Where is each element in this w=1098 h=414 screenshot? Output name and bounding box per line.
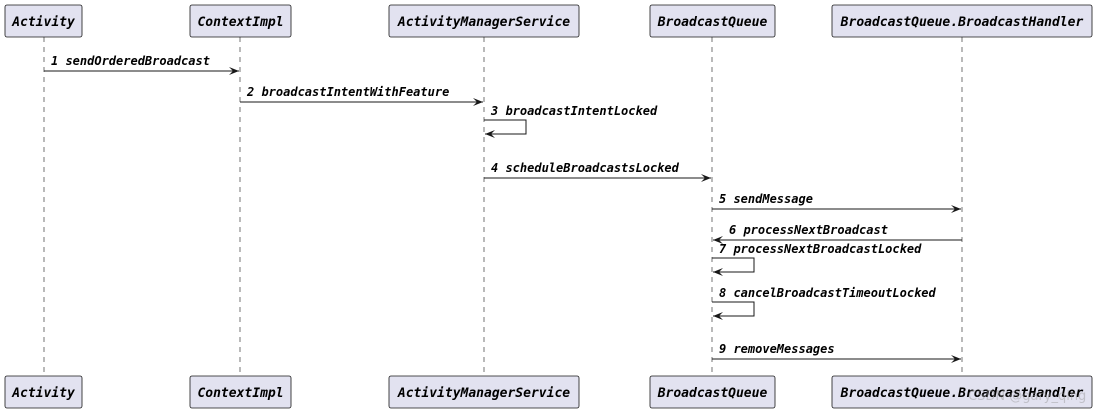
participant-box [388,375,580,409]
participant-box [649,375,776,409]
participant-box [189,375,292,409]
message-label: 9 removeMessages [719,342,835,356]
arrow-head [951,205,961,213]
message-label: 7 processNextBroadcastLocked [719,242,922,256]
watermark: CSDN @gary_qing [968,389,1087,404]
arrow-head [473,98,483,106]
arrow-head [701,174,711,182]
participant-box [831,4,1093,38]
participant-box [4,4,83,38]
self-call-line [712,301,755,317]
message-5: 5 sendMessage [712,192,961,213]
message-9: 9 removeMessages [712,342,961,363]
message-7: 7 processNextBroadcastLocked [712,242,922,276]
message-label: 4 scheduleBroadcastsLocked [491,161,680,175]
participant-label: Activity [11,15,75,30]
message-4: 4 scheduleBroadcastsLocked [484,161,711,182]
participant-bq-top: BroadcastQueue [649,4,776,38]
participant-box [189,4,292,38]
self-call-line [712,257,755,273]
message-label: 3 broadcastIntentLocked [490,104,658,118]
arrow-head [485,130,495,138]
message-3: 3 broadcastIntentLocked [484,104,658,138]
participant-label: BroadcastQueue.BroadcastHandler [840,15,1084,30]
participant-handler-top: BroadcastQueue.BroadcastHandler [831,4,1093,38]
message-label: 1 sendOrderedBroadcast [51,54,210,68]
participant-label: ActivityManagerService [397,15,570,30]
arrow-head [713,236,723,244]
participant-box [831,375,1093,409]
arrow-head [713,268,723,276]
participant-label: Activity [11,386,75,401]
message-8: 8 cancelBroadcastTimeoutLocked [712,286,937,320]
message-label: 6 processNextBroadcast [729,223,888,237]
participant-label: ActivityManagerService [397,386,570,401]
participant-label: BroadcastQueue [657,386,768,401]
arrow-head [713,312,723,320]
participant-ams-top: ActivityManagerService [388,4,580,38]
participant-bq-bottom: BroadcastQueue [649,375,776,409]
arrow-head [229,67,239,75]
participant-activity-top: Activity [4,4,83,38]
self-call-line [484,119,527,135]
message-2: 2 broadcastIntentWithFeature [240,85,483,106]
message-label: 2 broadcastIntentWithFeature [246,85,449,99]
participant-box [388,4,580,38]
message-label: 8 cancelBroadcastTimeoutLocked [719,286,937,300]
participant-handler-bottom: BroadcastQueue.BroadcastHandler [831,375,1093,409]
arrow-head [951,355,961,363]
participant-box [649,4,776,38]
participant-box [4,375,83,409]
message-1: 1 sendOrderedBroadcast [44,54,239,75]
participant-contextimpl-bottom: ContextImpl [189,375,292,409]
message-6: 6 processNextBroadcast [713,223,962,244]
message-label: 5 sendMessage [719,192,813,206]
participant-activity-bottom: Activity [4,375,83,409]
participant-ams-bottom: ActivityManagerService [388,375,580,409]
participant-label: BroadcastQueue.BroadcastHandler [840,386,1084,401]
participant-label: BroadcastQueue [657,15,768,30]
participant-label: ContextImpl [197,386,283,401]
participant-contextimpl-top: ContextImpl [189,4,292,38]
participant-label: ContextImpl [197,15,283,30]
